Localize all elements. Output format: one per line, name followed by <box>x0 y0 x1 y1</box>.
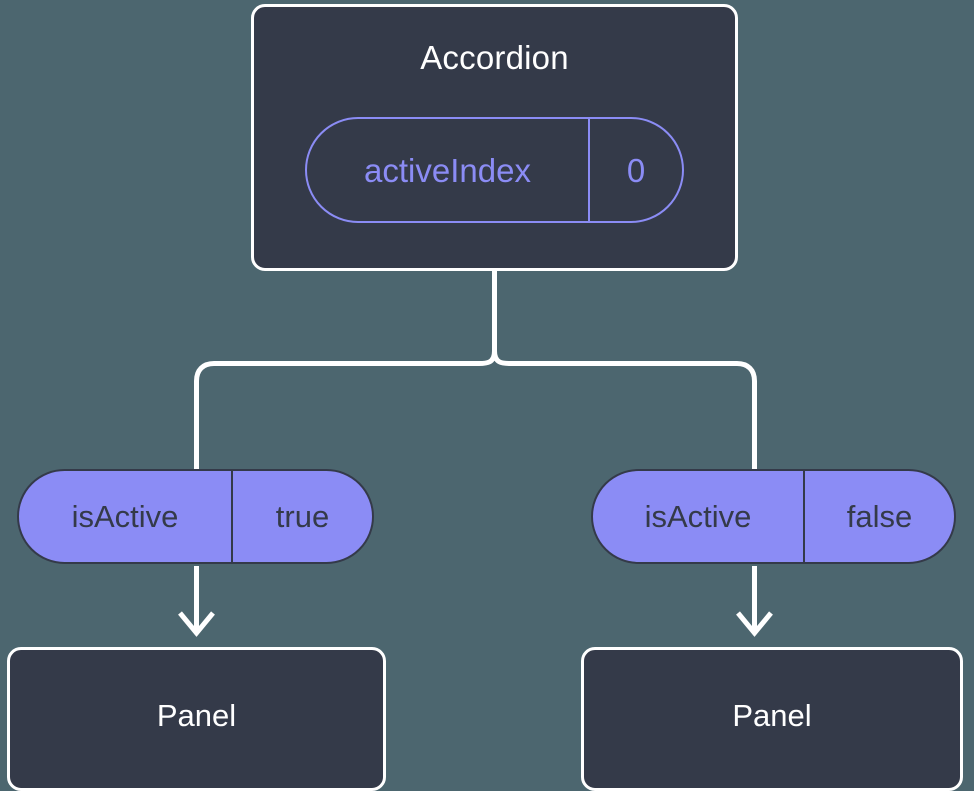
prop-pill-left-key: isActive <box>19 471 233 562</box>
connector-branch-right <box>492 350 757 469</box>
arrow-left-head-icon <box>178 611 215 637</box>
accordion-state-value: 0 <box>626 151 646 189</box>
accordion-state-pill[interactable]: activeIndex 0 <box>305 117 684 223</box>
accordion-state-key: activeIndex <box>307 119 590 221</box>
panel-component-box-right[interactable]: Panel <box>581 647 963 791</box>
prop-pill-right-value: false <box>846 499 913 534</box>
prop-pill-left[interactable]: isActive true <box>17 469 374 564</box>
panel-component-box-left[interactable]: Panel <box>7 647 386 791</box>
prop-pill-right-key: isActive <box>593 471 805 562</box>
accordion-title: Accordion <box>420 39 569 76</box>
prop-pill-right[interactable]: isActive false <box>591 469 956 564</box>
diagram-canvas: Accordion activeIndex 0 isActive true is… <box>7 4 963 791</box>
connector-branch-left <box>194 350 497 469</box>
panel-title-left: Panel <box>156 697 237 733</box>
panel-title-right: Panel <box>732 697 812 733</box>
prop-pill-left-value: true <box>275 499 330 534</box>
arrow-right-head-icon <box>736 611 773 637</box>
